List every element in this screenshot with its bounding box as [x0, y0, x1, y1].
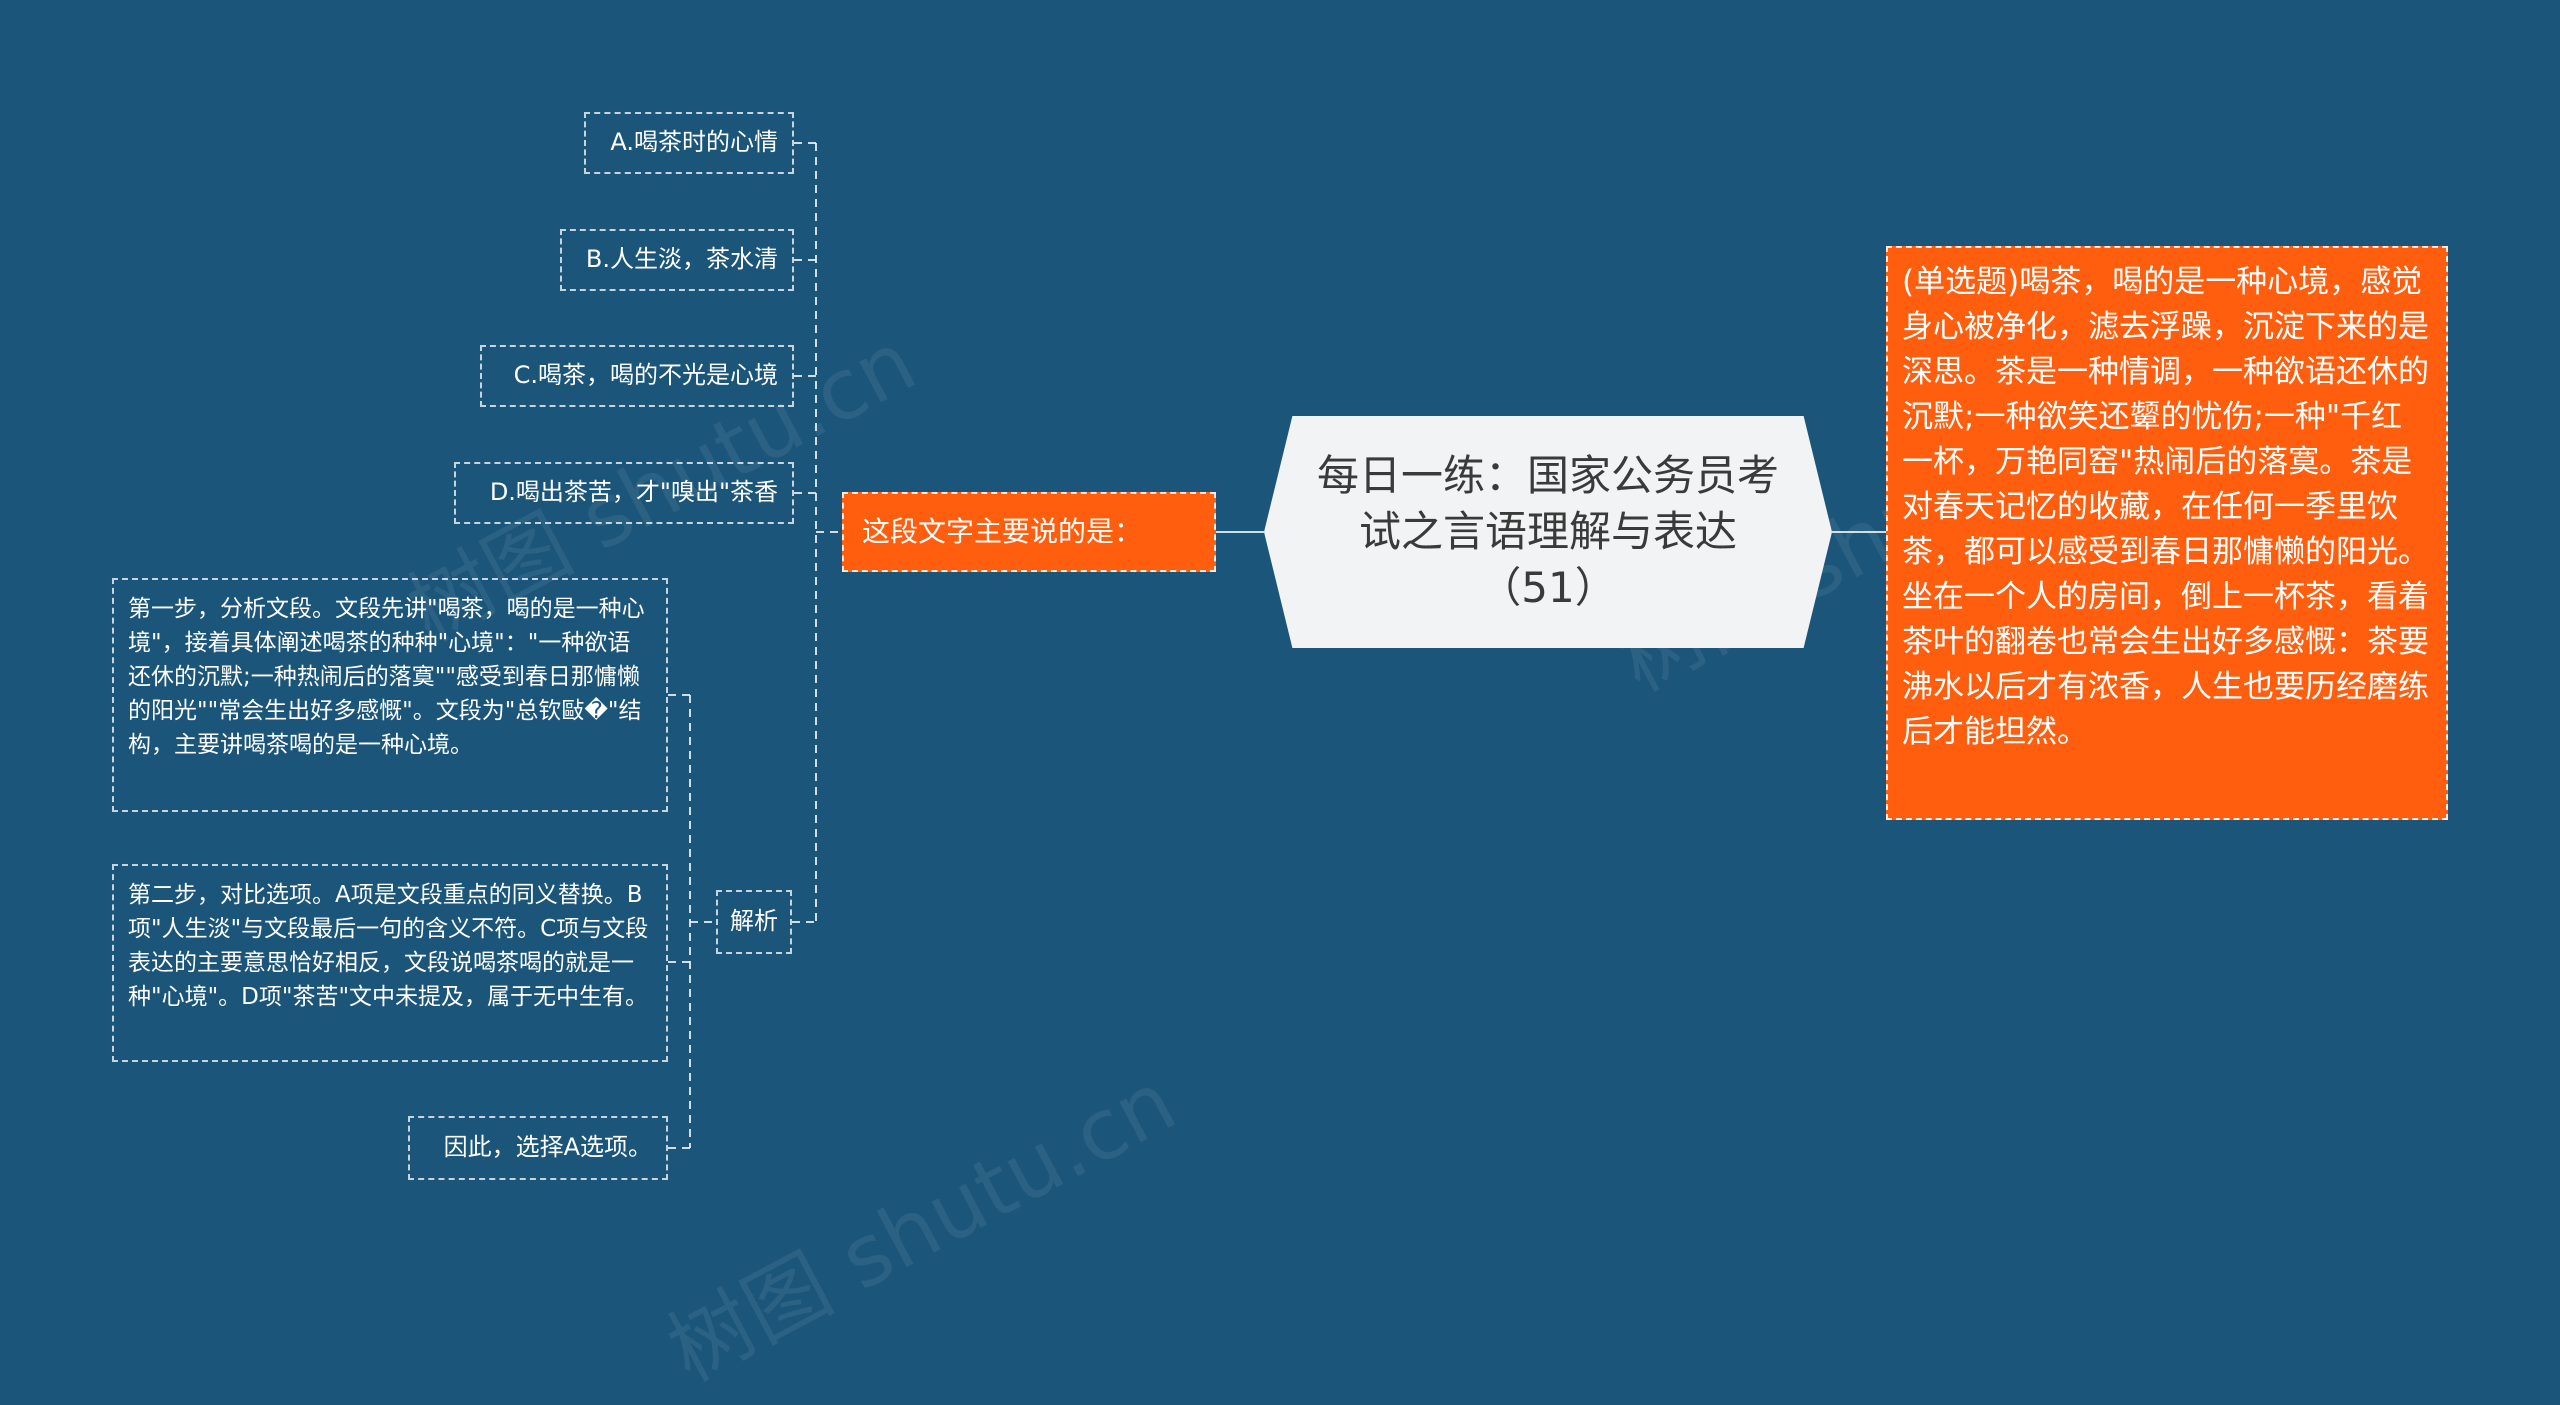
analysis-step-3[interactable]: 因此，选择A选项。	[408, 1116, 668, 1180]
analysis-step-2[interactable]: 第二步，对比选项。A项是文段重点的同义替换。B项"人生淡"与文段最后一句的含义不…	[112, 864, 668, 1062]
connector-lines	[668, 142, 1886, 1149]
analysis-step-text: 第二步，对比选项。A项是文段重点的同义替换。B项"人生淡"与文段最后一句的含义不…	[128, 882, 649, 1010]
analysis-step-text: 第一步，分析文段。文段先讲"喝茶，喝的是一种心境"，接着具体阐述喝茶的种种"心境…	[128, 596, 645, 758]
central-topic-title: 每日一练：国家公务员考试之言语理解与表达（51）	[1316, 451, 1779, 612]
analysis-label: 解析	[730, 907, 778, 936]
option-label: D.喝出茶苦，才"嗅出"茶香	[489, 478, 778, 507]
option-c-node[interactable]: C.喝茶，喝的不光是心境	[480, 345, 794, 407]
option-label: A.喝茶时的心情	[610, 128, 778, 157]
question-node[interactable]: (单选题)喝茶，喝的是一种心境，感觉身心被净化，滤去浮躁，沉淀下来的是深思。茶是…	[1886, 246, 2448, 820]
branch-node-main-idea[interactable]: 这段文字主要说的是：	[842, 492, 1216, 572]
analysis-step-text: 因此，选择A选项。	[443, 1133, 652, 1162]
central-topic[interactable]: 每日一练：国家公务员考试之言语理解与表达（51）	[1264, 416, 1832, 648]
option-d-node[interactable]: D.喝出茶苦，才"嗅出"茶香	[454, 462, 794, 524]
branch-label: 这段文字主要说的是：	[862, 514, 1143, 548]
question-text: (单选题)喝茶，喝的是一种心境，感觉身心被净化，滤去浮躁，沉淀下来的是深思。茶是…	[1902, 264, 2429, 750]
analysis-step-1[interactable]: 第一步，分析文段。文段先讲"喝茶，喝的是一种心境"，接着具体阐述喝茶的种种"心境…	[112, 578, 668, 812]
analysis-node[interactable]: 解析	[716, 890, 792, 954]
mindmap-canvas: 树图 shutu.cn 树图 shutu.cn 树图 shutu.cn 每日一练…	[112, 112, 2448, 1400]
option-label: B.人生淡，茶水清	[585, 245, 778, 274]
option-a-node[interactable]: A.喝茶时的心情	[584, 112, 794, 174]
option-label: C.喝茶，喝的不光是心境	[513, 361, 778, 390]
option-b-node[interactable]: B.人生淡，茶水清	[560, 229, 794, 291]
